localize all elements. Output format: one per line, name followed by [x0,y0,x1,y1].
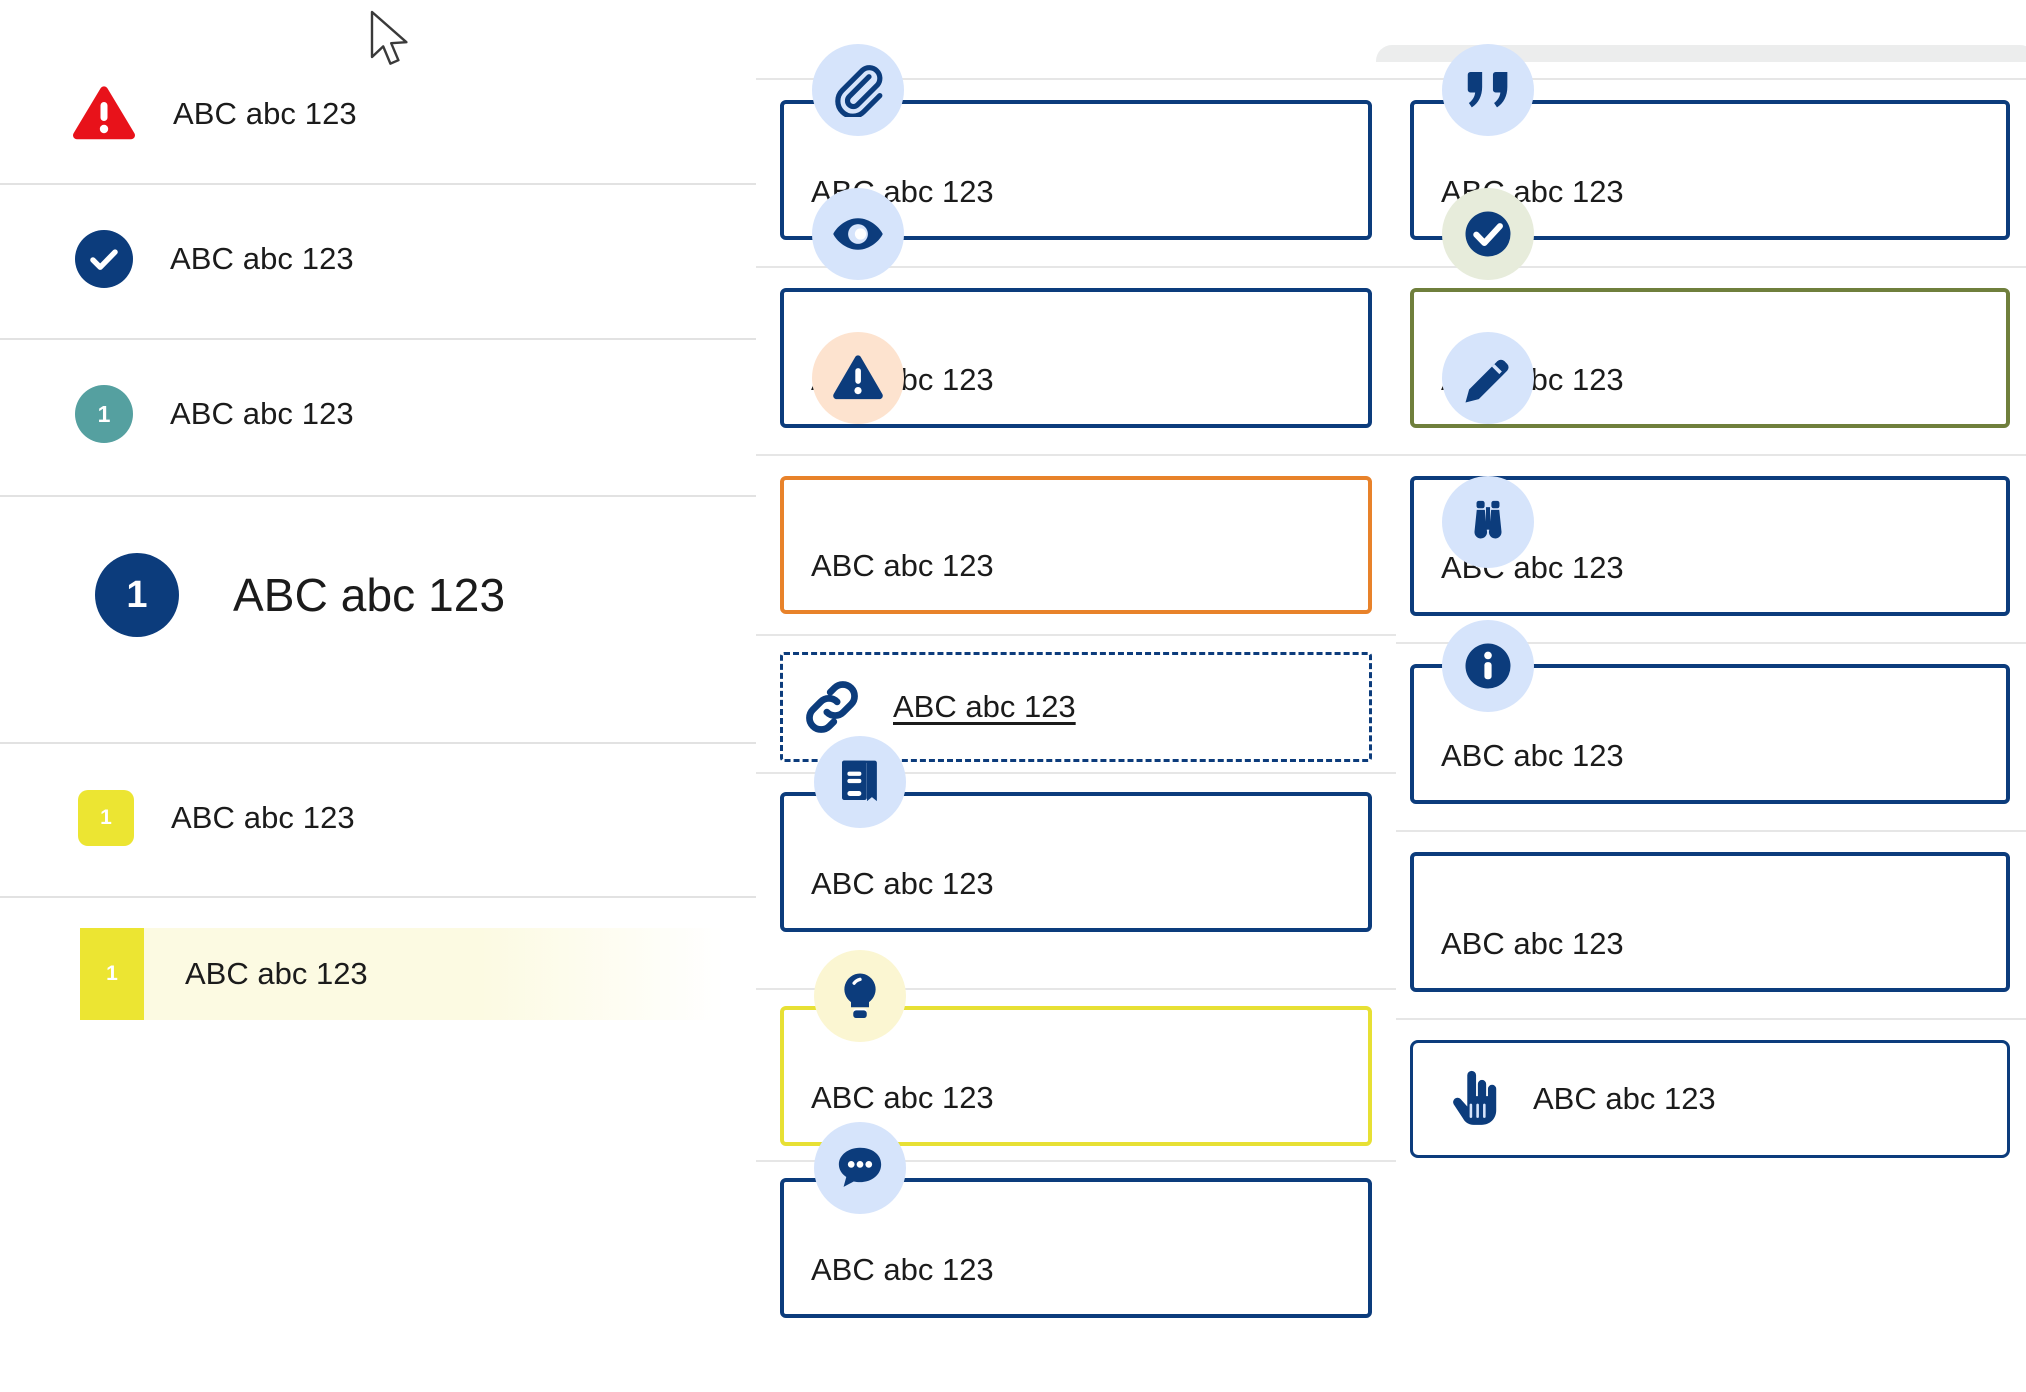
info-circle-icon [1442,620,1534,712]
card-link-label[interactable]: ABC abc 123 [893,689,1076,724]
list-item-success[interactable]: ABC abc 123 [0,226,756,292]
list-item-alert[interactable]: ABC abc 123 [0,78,756,150]
divider [1396,642,2026,644]
divider [756,634,1396,636]
card-info[interactable]: ABC abc 123 [1410,852,2010,992]
count-badge-large: 1 [95,553,179,637]
divider [0,183,756,185]
check-circle-icon [75,230,133,288]
lightbulb-icon [814,950,906,1042]
divider [756,988,1396,990]
count-badge: 1 [75,385,133,443]
card-book[interactable]: ABC abc 123 [780,792,1372,932]
card-action[interactable]: ABC abc 123 [1410,1040,2010,1158]
count-badge-bar: 1 [80,928,144,1020]
card-warning[interactable]: ABC abc 123 [780,476,1372,614]
mouse-pointer-icon [369,10,413,72]
divider [1396,78,2026,80]
warning-triangle-icon [812,332,904,424]
divider [0,896,756,898]
book-icon [814,736,906,828]
list-item-label-large: ABC abc 123 [233,569,506,621]
check-circle-icon [1442,188,1534,280]
list-item-label: ABC abc 123 [185,956,368,991]
divider [1396,1018,2026,1020]
quote-marks-icon [1442,44,1534,136]
divider [1396,454,2026,456]
card-label: ABC abc 123 [1441,738,1624,773]
card-label: ABC abc 123 [811,1080,994,1115]
list-item-teal-count[interactable]: 1 ABC abc 123 [0,381,756,447]
background-panel-mask [1376,62,2026,76]
pencil-icon [1442,332,1534,424]
card-label: ABC abc 123 [811,548,994,583]
divider [0,742,756,744]
divider [756,454,1396,456]
card-label: ABC abc 123 [811,1252,994,1287]
card-attachment[interactable]: ABC abc 123 [780,100,1372,240]
card-label: ABC abc 123 [811,866,994,901]
divider [756,78,1396,80]
divider [1396,830,2026,832]
list-item-label: ABC abc 123 [171,800,355,835]
paperclip-icon [812,44,904,136]
link-chain-icon [801,676,863,738]
count-badge-square: 1 [78,790,134,846]
card-label: ABC abc 123 [1533,1081,1716,1116]
divider [1396,266,2026,268]
warning-triangle-icon [72,85,136,143]
divider [756,266,1396,268]
list-item-yellow-count[interactable]: 1 ABC abc 123 [0,786,756,850]
eye-icon [812,188,904,280]
list-item-highlighted[interactable]: 1 ABC abc 123 [80,928,724,1020]
left-panel: ABC abc 123 ABC abc 123 1 ABC abc 123 1 … [0,0,756,1392]
binoculars-icon [1442,476,1534,568]
divider [0,495,756,497]
divider [756,1160,1396,1162]
list-item-label: ABC abc 123 [173,96,357,131]
divider [756,772,1396,774]
list-item-label: ABC abc 123 [170,241,354,276]
card-label: ABC abc 123 [1441,926,1624,961]
list-item-navy-count[interactable]: 1 ABC abc 123 [0,547,756,643]
list-item-label: ABC abc 123 [170,396,354,431]
pointing-hand-icon [1443,1068,1505,1130]
chat-bubble-icon [814,1122,906,1214]
divider [0,338,756,340]
